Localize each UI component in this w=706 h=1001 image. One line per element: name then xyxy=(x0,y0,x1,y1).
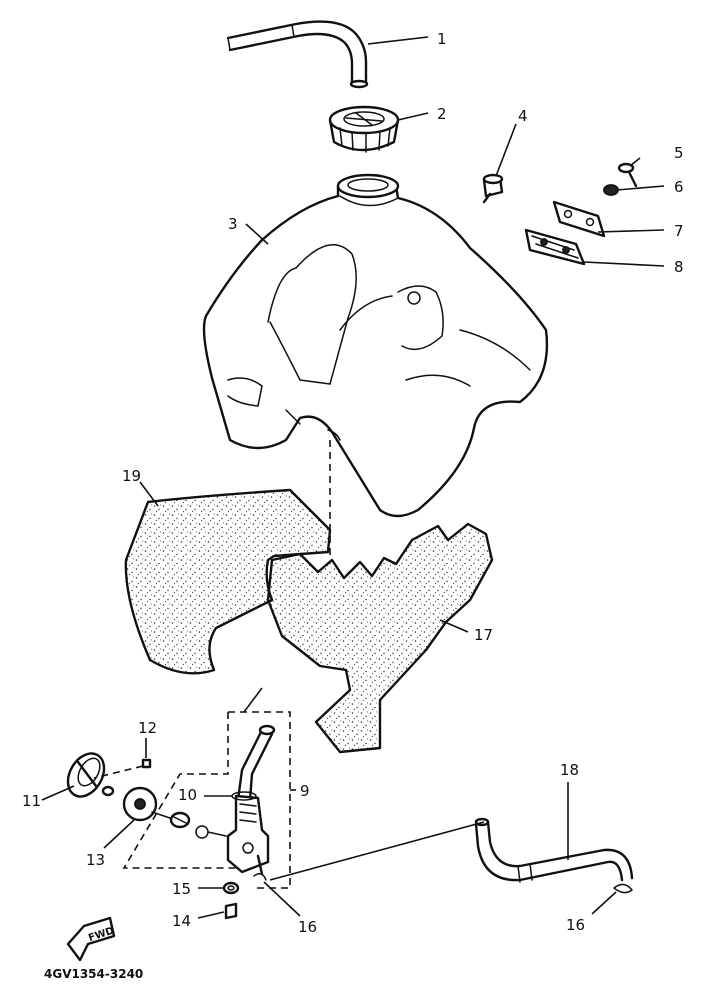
o-ring xyxy=(195,825,227,839)
fuel-hose xyxy=(474,817,634,883)
label-12: 12 xyxy=(138,719,157,737)
label-1: 1 xyxy=(437,30,447,48)
hose-clip-cock xyxy=(253,873,267,881)
hose-clip-end xyxy=(613,883,633,894)
forward-arrow-icon: FWD xyxy=(66,916,115,962)
fuel-cock-boundary xyxy=(122,711,291,889)
cock-plate xyxy=(101,785,158,822)
label-15: 15 xyxy=(172,880,191,898)
drain-bolt xyxy=(224,902,238,920)
collar xyxy=(603,184,619,196)
label-5: 5 xyxy=(674,144,684,162)
side-damper-pad xyxy=(124,488,332,675)
mounting-bolt xyxy=(482,173,504,204)
bolt xyxy=(617,162,638,188)
label-18: 18 xyxy=(560,761,579,779)
breather-hose xyxy=(226,20,369,89)
label-8: 8 xyxy=(674,258,684,276)
label-19: 19 xyxy=(122,467,141,485)
washer xyxy=(222,881,240,895)
label-16-cock: 16 xyxy=(298,918,317,936)
screw xyxy=(93,758,152,779)
part-labels: 1 2 3 4 5 6 7 8 9 10 11 12 13 14 15 16 1… xyxy=(22,30,684,936)
label-4: 4 xyxy=(518,107,528,125)
label-7: 7 xyxy=(674,222,684,240)
fuel-tank xyxy=(202,173,549,518)
cock-gasket xyxy=(151,811,191,829)
fuel-cap xyxy=(328,105,400,153)
label-14: 14 xyxy=(172,912,191,930)
label-13: 13 xyxy=(86,851,105,869)
label-10: 10 xyxy=(178,786,197,804)
fuel-cock xyxy=(226,724,276,876)
damper xyxy=(524,228,586,266)
label-17: 17 xyxy=(474,626,493,644)
label-9: 9 xyxy=(300,782,310,800)
leader-lines xyxy=(41,36,665,919)
main-damper-pad xyxy=(266,522,494,754)
label-3: 3 xyxy=(228,215,238,233)
tank-bracket xyxy=(552,200,606,238)
label-11: 11 xyxy=(22,792,41,810)
cock-to-hose-line xyxy=(269,821,485,881)
label-2: 2 xyxy=(437,105,447,123)
cock-lever xyxy=(66,752,106,798)
drawing-code: 4GV1354-3240 xyxy=(44,967,143,981)
label-6: 6 xyxy=(674,178,684,196)
label-16-hose: 16 xyxy=(566,916,585,934)
pad-to-cock-line xyxy=(243,687,263,713)
